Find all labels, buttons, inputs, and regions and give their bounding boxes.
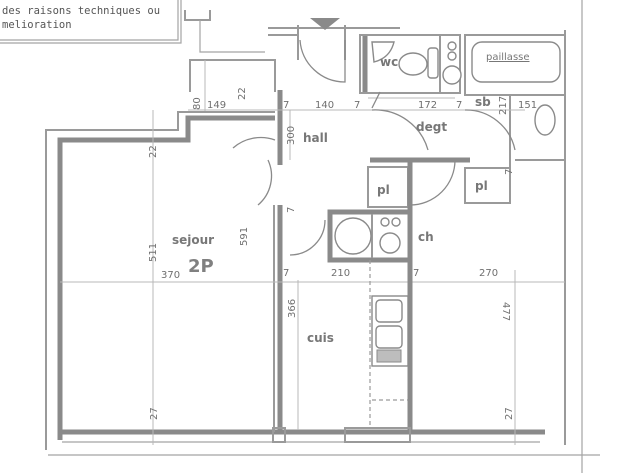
dim-217: 217 (498, 96, 509, 115)
dim-27-right: 27 (504, 407, 515, 420)
note-line-2: melioration (2, 19, 72, 31)
washer-icon (334, 217, 372, 255)
dim-270: 270 (479, 268, 498, 279)
entrance-arrow-icon (310, 18, 340, 30)
dim-7-d: 7 (283, 268, 289, 279)
wc-sink-icon (371, 41, 395, 63)
dim-7-hall: 7 (286, 207, 297, 213)
interior-walls (60, 0, 583, 473)
fixtures (334, 41, 561, 255)
dim-172: 172 (418, 100, 437, 111)
dim-366: 366 (287, 299, 298, 318)
room-label-degt: degt (416, 120, 447, 134)
room-label-cuis: cuis (307, 331, 334, 345)
toilet-icon (398, 52, 428, 76)
dim-7-a: 7 (283, 100, 289, 111)
dim-300: 300 (286, 126, 297, 145)
outer-walls (45, 111, 600, 456)
room-label-sb: sb (475, 95, 491, 109)
room-label-pl-1: pl (377, 183, 390, 197)
dim-511: 511 (148, 243, 159, 262)
dim-22-left: 22 (148, 145, 159, 158)
dim-591: 591 (239, 227, 250, 246)
basin-icon (534, 104, 556, 136)
note-line-1: des raisons techniques ou (2, 5, 160, 17)
dim-7-c: 7 (456, 100, 462, 111)
dim-370: 370 (161, 270, 180, 281)
dim-27-left: 27 (149, 407, 160, 420)
room-label-wc: wc (380, 55, 398, 69)
upper-left-walls (184, 10, 276, 112)
dim-477: 477 (500, 302, 511, 321)
dim-140: 140 (315, 100, 334, 111)
dim-80: 80 (192, 97, 203, 110)
dim-7-right: 7 (504, 169, 515, 175)
room-label-sejour: sejour (172, 233, 214, 247)
bathtub-icon (471, 41, 561, 83)
room-labels: sejour 2P hall degt wc sb paillasse pl p… (172, 52, 530, 345)
dim-210: 210 (331, 268, 350, 279)
dim-22-top: 22 (237, 87, 248, 100)
dim-7-b: 7 (354, 100, 360, 111)
room-label-ch: ch (418, 230, 434, 244)
dim-149: 149 (207, 100, 226, 111)
notes-box: des raisons techniques ou melioration (0, 0, 182, 44)
room-label-hall: hall (303, 131, 328, 145)
room-label-paillasse: paillasse (486, 52, 530, 63)
dim-151: 151 (518, 100, 537, 111)
dim-7-e: 7 (413, 268, 419, 279)
doors (232, 39, 516, 256)
dimension-labels: 80 149 22 7 140 7 172 7 217 151 300 22 7… (148, 87, 537, 420)
room-label-sejour-type: 2P (188, 256, 214, 277)
room-label-pl-2: pl (475, 179, 488, 193)
